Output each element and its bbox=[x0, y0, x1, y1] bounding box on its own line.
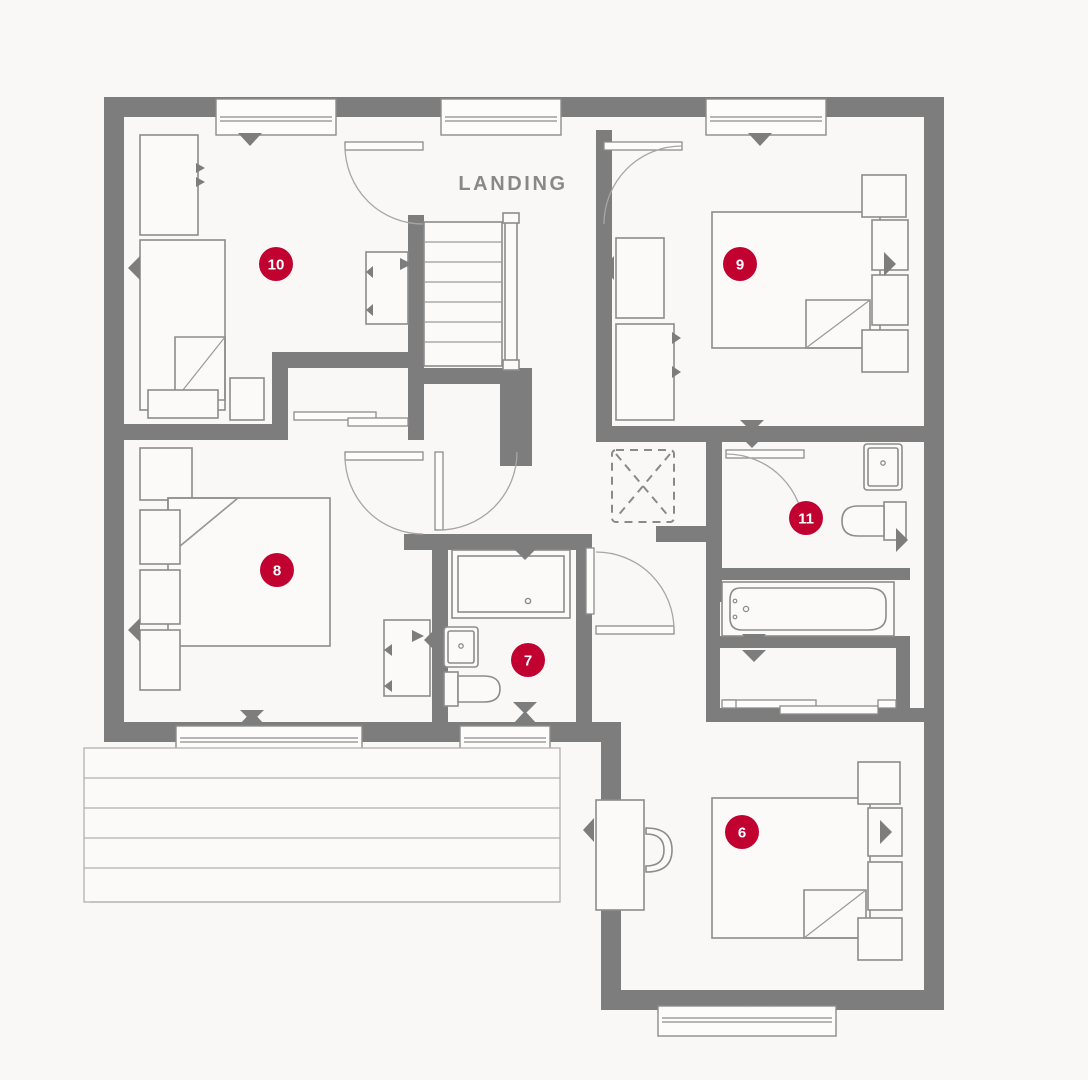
marker-10-circle[interactable] bbox=[259, 247, 293, 281]
marker-6[interactable]: 6 bbox=[725, 815, 759, 849]
partition-stairwell-right bbox=[516, 368, 532, 466]
door-room-8 bbox=[344, 451, 424, 535]
door-room-7 bbox=[595, 551, 675, 635]
marker-7[interactable]: 7 bbox=[511, 643, 545, 677]
bath-tub bbox=[721, 581, 895, 637]
partition-ensuite-entry bbox=[656, 526, 722, 542]
marker-9-number: 9 bbox=[736, 257, 744, 274]
bedside-table-room-10 bbox=[147, 389, 219, 419]
wardrobe-room-9-lower bbox=[615, 323, 675, 421]
bedside-room-8-c bbox=[139, 629, 181, 691]
partition-room9-bottom bbox=[596, 426, 722, 442]
partition-room10-bottom-stub bbox=[272, 352, 288, 432]
washbasin-ensuite bbox=[863, 443, 903, 491]
partition-ensuite-left-upper bbox=[706, 442, 722, 542]
door-room-10 bbox=[344, 141, 424, 225]
partition-room10-bottom bbox=[272, 352, 424, 368]
furniture-room-8 bbox=[128, 447, 331, 722]
exterior-wall-bottom-right bbox=[601, 990, 944, 1010]
marker-11[interactable]: 11 bbox=[789, 501, 823, 535]
bedside-room-6-d bbox=[857, 917, 903, 961]
door-leaf-bath7 bbox=[585, 547, 595, 615]
double-bed-room-8 bbox=[167, 497, 331, 647]
marker-10[interactable]: 10 bbox=[259, 247, 293, 281]
washbasin-bathroom-7 bbox=[443, 626, 479, 668]
partition-room8-top bbox=[124, 424, 288, 440]
marker-6-circle[interactable] bbox=[725, 815, 759, 849]
window-bottom-right bbox=[657, 991, 837, 1037]
window-top-right bbox=[705, 98, 827, 146]
furniture-room-10 bbox=[128, 134, 265, 440]
partition-cupboard-right bbox=[408, 368, 424, 440]
bedside-room-8-b bbox=[139, 569, 181, 625]
toilet-bathroom-7 bbox=[443, 671, 501, 707]
partition-room9-left bbox=[596, 130, 612, 442]
marker-10-number: 10 bbox=[268, 257, 285, 274]
wardrobe-room-8-top bbox=[139, 447, 193, 501]
marker-8-number: 8 bbox=[273, 563, 281, 580]
bedside-room-6-c bbox=[867, 861, 903, 911]
porch-canopy bbox=[83, 747, 561, 903]
partition-bath-storage-div bbox=[706, 636, 910, 648]
partition-cupboard-side bbox=[500, 368, 516, 466]
bedside-room-6-a bbox=[857, 761, 901, 805]
marker-7-circle[interactable] bbox=[511, 643, 545, 677]
loft-hatch bbox=[611, 449, 675, 523]
door-room-9 bbox=[603, 141, 683, 225]
windows-group bbox=[175, 98, 837, 1037]
chair-room-6 bbox=[645, 827, 673, 873]
doors-group bbox=[344, 141, 805, 635]
fixtures-bathroom-7 bbox=[424, 548, 588, 714]
wardrobe-room-10 bbox=[139, 134, 199, 236]
marker-8-circle[interactable] bbox=[260, 553, 294, 587]
shower-enclosure bbox=[451, 549, 571, 619]
partition-room9-bottom-right bbox=[722, 426, 924, 442]
bedside-room-9-a bbox=[861, 174, 907, 218]
marker-9-circle[interactable] bbox=[723, 247, 757, 281]
double-bed-room-6 bbox=[711, 797, 871, 939]
marker-6-number: 6 bbox=[738, 825, 746, 842]
partition-cupboard-top bbox=[424, 368, 516, 384]
window-top-mid bbox=[440, 98, 562, 136]
toilet-ensuite bbox=[841, 501, 907, 541]
bedside-room-8-a bbox=[139, 509, 181, 565]
bedside-room-9-d bbox=[861, 329, 909, 373]
furniture-room-9 bbox=[603, 174, 909, 448]
marker-11-circle[interactable] bbox=[789, 501, 823, 535]
desk-room-6 bbox=[595, 799, 645, 911]
marker-8[interactable]: 8 bbox=[260, 553, 294, 587]
furniture-room-6 bbox=[583, 761, 903, 961]
marker-11-number: 11 bbox=[798, 511, 814, 528]
partition-bath7-right-lower bbox=[576, 626, 592, 722]
fixtures-ensuite-11 bbox=[710, 443, 908, 662]
marker-7-number: 7 bbox=[524, 653, 532, 670]
staircase bbox=[423, 212, 520, 371]
partition-bath-left bbox=[706, 580, 720, 720]
cupboard-landing bbox=[365, 251, 412, 325]
bedside-room-9-c bbox=[871, 274, 909, 326]
wardrobe-room-9-upper bbox=[615, 237, 665, 319]
storage-cupboard bbox=[721, 699, 897, 715]
cupboard-landing-lower bbox=[383, 619, 431, 697]
partition-storage-right bbox=[896, 636, 910, 722]
window-top-left bbox=[215, 98, 337, 146]
nightstand-room-10 bbox=[229, 377, 265, 421]
partition-bath7-topleft bbox=[404, 534, 436, 550]
partition-bath7-top bbox=[432, 534, 592, 550]
marker-9[interactable]: 9 bbox=[723, 247, 757, 281]
door-cupboard bbox=[434, 451, 518, 531]
partition-ensuite-bath-div bbox=[706, 568, 910, 580]
double-bed-room-10 bbox=[139, 239, 226, 411]
landing-label: LANDING bbox=[458, 173, 567, 195]
room-markers-layer: 10 9 8 7 11 6 bbox=[259, 247, 823, 849]
airing-cupboard-doors bbox=[293, 411, 409, 427]
